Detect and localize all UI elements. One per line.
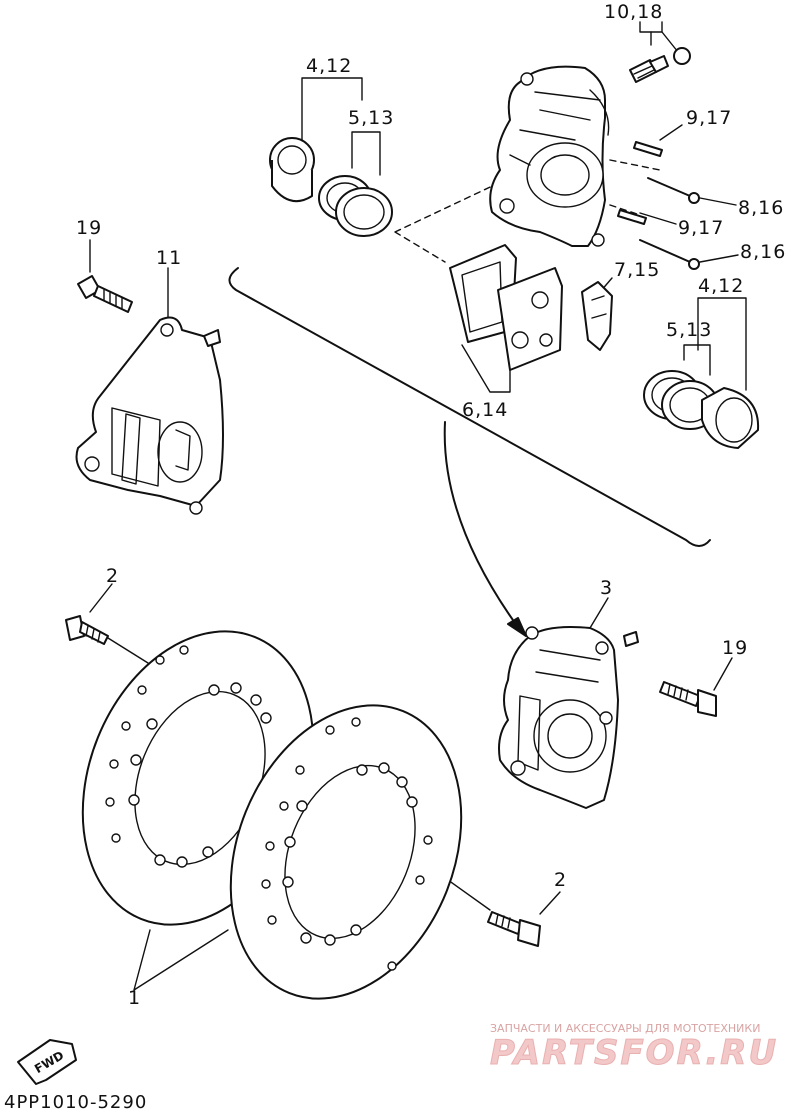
upper-caliper-body: [489, 65, 610, 247]
fwd-arrow-icon: FWD: [17, 1039, 77, 1085]
callout-19-left: 19: [76, 217, 102, 239]
callout-labels: 10,18 4,12 5,13 9,17 8,16 9,17 8,16 19 1…: [76, 1, 786, 1009]
left-caliper: [75, 316, 224, 515]
callout-5-13-top: 5,13: [348, 107, 394, 129]
callout-19-right: 19: [722, 637, 748, 659]
bleed-screw: [629, 47, 691, 83]
watermark-brand: PARTSFOR.RU: [490, 1033, 778, 1073]
bolt-right-19: [659, 681, 717, 717]
bolt-right-2: [487, 911, 541, 947]
watermark-tagline: ЗАПЧАСТИ И АКСЕССУАРЫ ДЛЯ МОТОТЕХНИКИ: [490, 1022, 760, 1035]
disc-right-holes: [261, 717, 433, 971]
callout-3: 3: [600, 577, 613, 599]
callout-5-13-right: 5,13: [666, 319, 712, 341]
callout-4-12-right: 4,12: [698, 275, 744, 297]
callout-7-15: 7,15: [614, 259, 660, 281]
bolt-left-2: [65, 615, 109, 645]
callout-4-12-top: 4,12: [306, 55, 352, 77]
caliper-assembled-3: [498, 626, 639, 809]
piston-seals-right: [643, 370, 760, 449]
assembly-arrow: [443, 421, 527, 637]
pad-spring: [581, 281, 613, 351]
brake-pads: [449, 244, 563, 371]
piston-seals-top: [269, 137, 393, 237]
callout-6-14: 6,14: [462, 399, 508, 421]
assembly-bracket: [228, 267, 711, 547]
callout-9-17-mid: 9,17: [678, 217, 724, 239]
callout-8-16-top: 8,16: [738, 197, 784, 219]
brake-disc-right: [229, 704, 463, 1000]
part-code: 4PP1010-5290: [4, 1092, 147, 1113]
callout-2-left: 2: [106, 565, 119, 587]
bolt-left-19: [77, 275, 133, 313]
callout-2-right: 2: [554, 869, 567, 891]
callout-8-16-mid: 8,16: [740, 241, 786, 263]
callout-11: 11: [156, 247, 182, 269]
callout-9-17-top: 9,17: [686, 107, 732, 129]
callout-10-18: 10,18: [604, 1, 663, 23]
pins: [617, 141, 700, 270]
callout-1: 1: [128, 987, 141, 1009]
watermark: ЗАПЧАСТИ И АКСЕССУАРЫ ДЛЯ МОТОТЕХНИКИ PA…: [490, 1022, 778, 1074]
